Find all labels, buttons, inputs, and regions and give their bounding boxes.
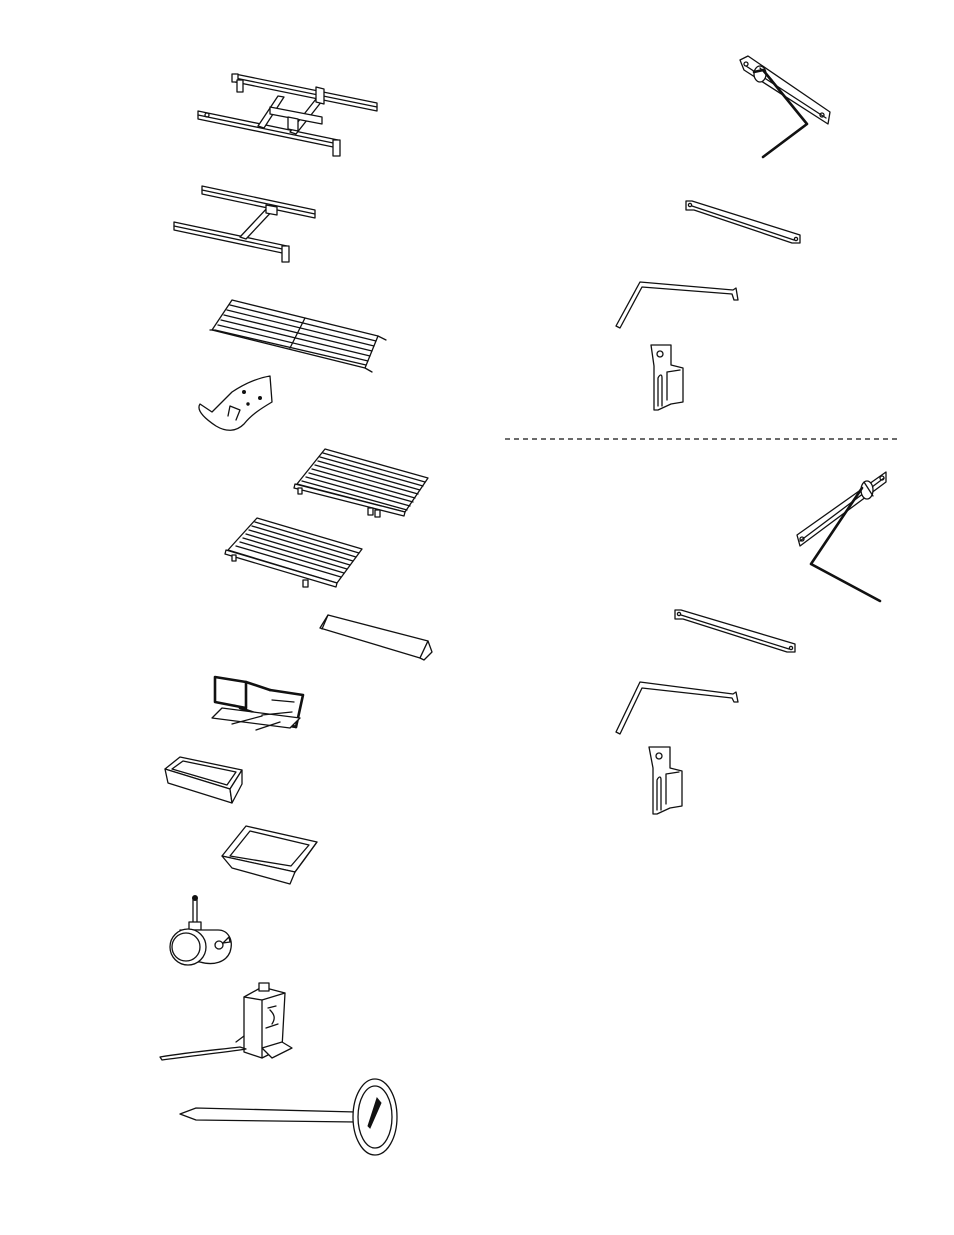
handle-rod-lower — [616, 682, 738, 734]
main-frame-assembly — [198, 74, 377, 156]
lower-frame-assembly — [174, 186, 315, 262]
hinge-bracket-upper — [686, 201, 800, 243]
lower-cooking-grate — [225, 518, 362, 587]
hinge-bracket-lower — [675, 610, 795, 652]
door-hinge-rod-upper — [740, 56, 830, 157]
latch-clip-upper — [651, 345, 683, 410]
drip-pan — [222, 826, 317, 884]
curved-heat-deflector — [199, 376, 272, 430]
grease-tray — [165, 757, 242, 803]
meat-thermometer — [180, 1079, 397, 1155]
latch-clip-lower — [649, 747, 682, 814]
upper-cooking-grate — [294, 449, 428, 517]
caster-wheel — [170, 896, 231, 966]
angle-heat-shield — [320, 615, 432, 660]
igniter-assembly — [160, 983, 292, 1060]
wire-warming-rack — [210, 300, 386, 372]
burner-support-bracket — [212, 677, 303, 730]
door-hinge-rod-lower — [797, 472, 886, 601]
handle-rod-upper — [616, 282, 738, 328]
